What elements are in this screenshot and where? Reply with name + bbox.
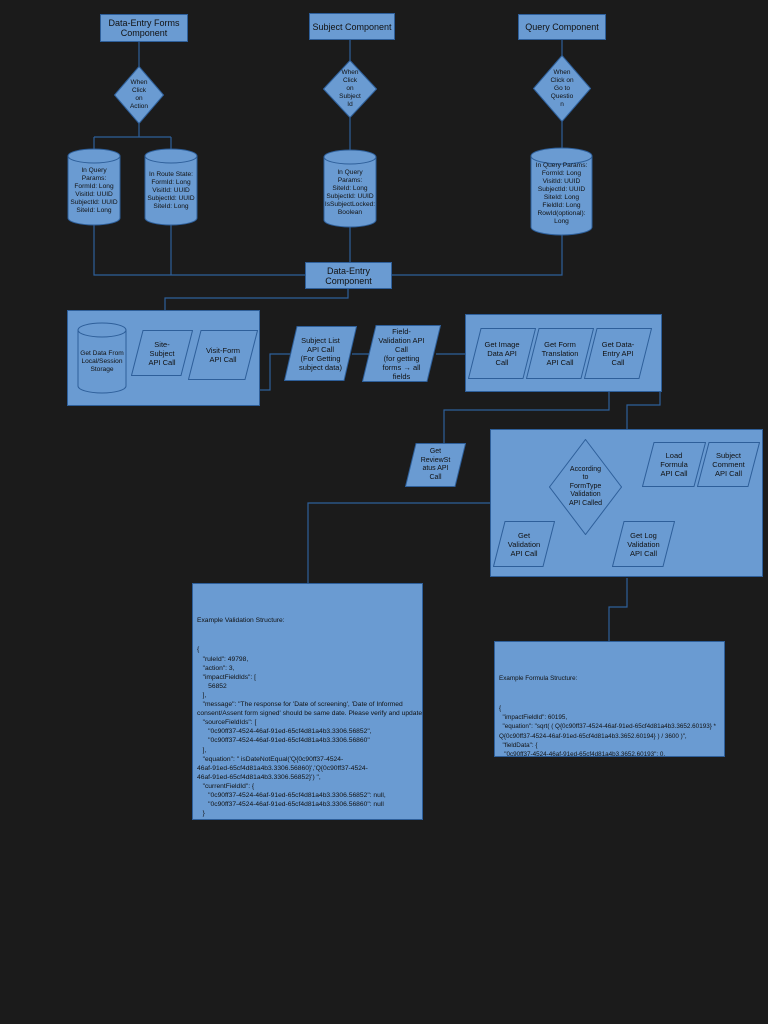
get-image-data-api-call-label: Get Image Data API Call [484, 340, 520, 367]
example-formula-body: { "impactFieldId": 60195, "equation": "s… [499, 705, 716, 757]
data-entry-component-label: Data-Entry Component [325, 265, 372, 286]
parallelogram-shape [130, 330, 194, 376]
parallelogram-shape [283, 326, 358, 381]
store-query-params-subject: In Query Params: SiteId: Long SubjectId:… [323, 149, 377, 228]
get-validation-api-call-label: Get Validation API Call [507, 530, 541, 558]
decision-click-subject-label: When Click on Subject Id [339, 69, 361, 108]
get-validation-api-call: Get Validation API Call [492, 521, 556, 567]
load-formula-api-call-label: Load Formula API Call [660, 451, 688, 478]
get-image-data-api-call: Get Image Data API Call [467, 328, 537, 379]
subject-component-label: Subject Component [312, 21, 392, 32]
decision-form-type: According to FormType Validation API Cal… [549, 439, 622, 535]
site-subject-api-call: Site- Subject API Call [130, 330, 194, 376]
example-validation-body: { "ruleId": 49798, "action": 3, "impactF… [197, 646, 423, 818]
get-review-status-api-call-label: Get ReviewSt atus API Call [420, 448, 451, 481]
get-log-validation-api-call: Get Log Validation API Call [611, 521, 676, 567]
parallelogram-shape [467, 328, 537, 379]
parallelogram-shape [641, 442, 707, 487]
decision-form-type-label: According to FormType Validation API Cal… [568, 465, 603, 507]
subject-component-box: Subject Component [309, 13, 395, 40]
parallelogram-shape [525, 328, 595, 379]
query-component-label: Query Component [525, 22, 599, 32]
example-validation-title: Example Validation Structure: [197, 617, 285, 625]
parallelogram-shape [187, 330, 259, 380]
site-subject-api-call-label: Site- Subject API Call [148, 339, 176, 367]
store-route-state: In Route State: FormId: Long VisitId: UU… [144, 148, 198, 226]
store-local-session: Get Data From Local/Session Storage [77, 322, 127, 394]
decision-click-action: When Click on Action [114, 66, 164, 124]
database-icon [67, 148, 121, 226]
decision-click-question-label: When Click on Go to Questio n [550, 68, 574, 108]
database-icon [77, 322, 127, 394]
subject-list-api-call: Subject List API Call (For Getting subje… [283, 326, 358, 381]
field-validation-api-call: Field- Validation API Call (for getting … [361, 325, 442, 382]
parallelogram-shape [583, 328, 653, 379]
decision-click-action-label: When Click on Action [129, 79, 149, 110]
query-component-box: Query Component [518, 14, 606, 40]
data-entry-forms-component-box: Data-Entry Forms Component [100, 14, 188, 42]
visit-form-api-call-label: Visit-Form API Call [205, 346, 241, 364]
get-data-entry-api-call-label: Get Data- Entry API Call [601, 340, 635, 367]
store-local-session-label: Get Data From Local/Session Storage [80, 350, 124, 373]
store-query-params-forms: In Query Params: FormId: Long VisitId: U… [67, 148, 121, 226]
load-formula-api-call: Load Formula API Call [641, 442, 707, 487]
decision-click-question: When Click on Go to Questio n [533, 55, 591, 122]
store-query-params-subject-label: In Query Params: SiteId: Long SubjectId:… [324, 168, 376, 216]
database-icon [323, 149, 377, 228]
field-validation-api-call-label: Field- Validation API Call (for getting … [378, 326, 425, 381]
parallelogram-shape [696, 442, 761, 487]
get-form-translation-api-call-label: Get Form Translation API Call [541, 340, 579, 367]
get-data-entry-api-call: Get Data- Entry API Call [583, 328, 653, 379]
example-validation-structure: Example Validation Structure: { "ruleId"… [192, 583, 423, 820]
parallelogram-shape [492, 521, 556, 567]
store-query-params-query-label: In Query Params: FormId: Long VisitId: U… [535, 161, 588, 225]
store-query-params-query: In Query Params: FormId: Long VisitId: U… [530, 147, 593, 236]
parallelogram-shape [404, 443, 467, 487]
get-form-translation-api-call: Get Form Translation API Call [525, 328, 595, 379]
database-icon [144, 148, 198, 226]
parallelogram-shape [611, 521, 676, 567]
decision-click-subject: When Click on Subject Id [323, 60, 377, 118]
parallelogram-shape [361, 325, 442, 382]
get-log-validation-api-call-label: Get Log Validation API Call [627, 530, 660, 558]
example-formula-title: Example Formula Structure: [499, 675, 578, 683]
database-icon [530, 147, 593, 236]
store-query-params-forms-label: In Query Params: FormId: Long VisitId: U… [70, 167, 118, 214]
store-route-state-label: In Route State: FormId: Long VisitId: UU… [147, 171, 195, 210]
subject-comment-api-call-label: Subject Comment API Call [712, 451, 745, 478]
example-formula-structure: Example Formula Structure: { "impactFiel… [494, 641, 725, 757]
get-review-status-api-call: Get ReviewSt atus API Call [404, 443, 467, 487]
subject-comment-api-call: Subject Comment API Call [696, 442, 761, 487]
visit-form-api-call: Visit-Form API Call [187, 330, 259, 380]
data-entry-forms-component-label: Data-Entry Forms Component [108, 18, 180, 38]
data-entry-component-box: Data-Entry Component [305, 262, 392, 289]
subject-list-api-call-label: Subject List API Call (For Getting subje… [299, 335, 342, 372]
